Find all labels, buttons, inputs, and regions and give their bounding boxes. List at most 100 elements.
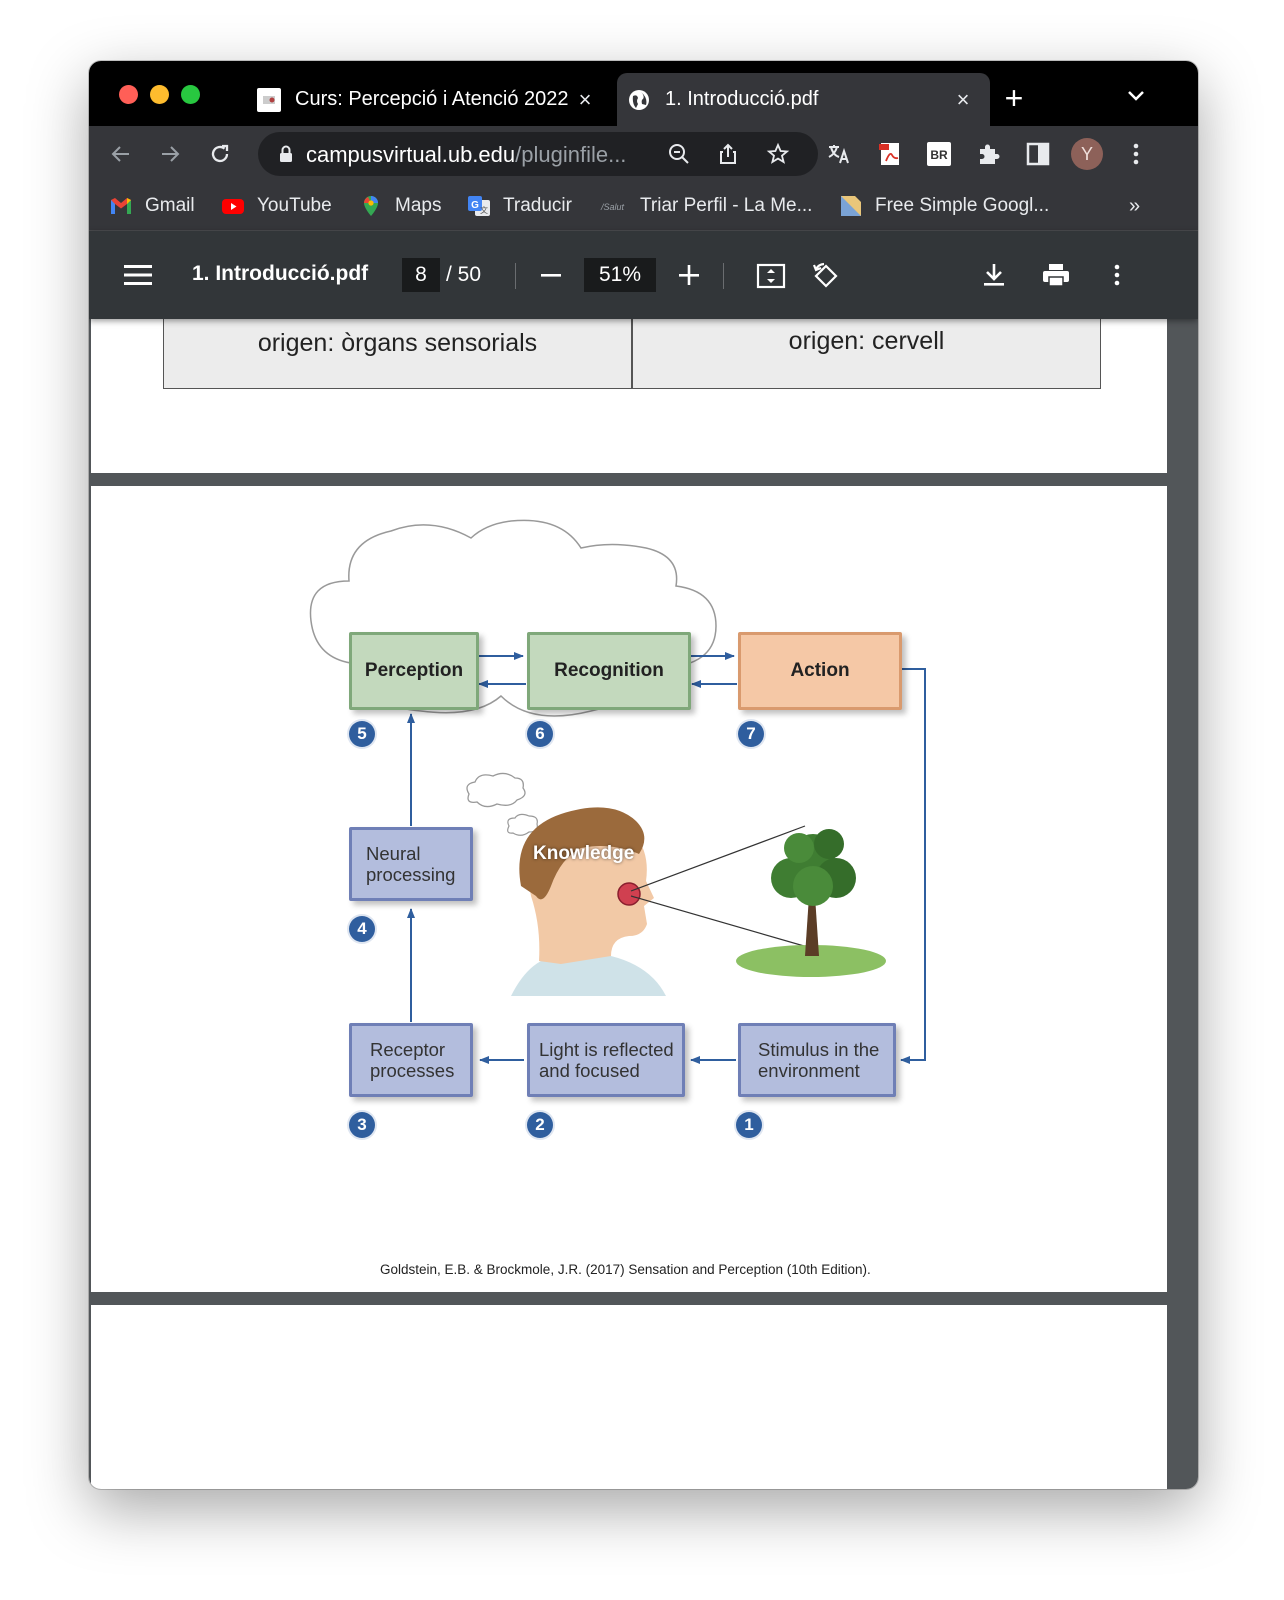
- box-line: environment: [758, 1060, 860, 1081]
- download-button[interactable]: [979, 260, 1009, 290]
- reload-button[interactable]: [204, 138, 236, 170]
- browser-toolbar: campusvirtual.ub.edu/pluginfile... BR Y: [89, 126, 1198, 182]
- person-head-illustration: [511, 807, 666, 996]
- close-window-button[interactable]: [119, 85, 138, 104]
- tab-title: 1. Introducció.pdf: [665, 88, 819, 110]
- forward-button[interactable]: [154, 138, 186, 170]
- bookmarks-overflow-button[interactable]: »: [1129, 194, 1141, 217]
- print-button[interactable]: [1040, 260, 1072, 290]
- svg-text:文: 文: [480, 205, 488, 215]
- svg-text:/Salut: /Salut: [600, 202, 625, 212]
- step-5-badge: 5: [349, 721, 375, 747]
- pdf-viewer[interactable]: origen: òrgans sensorials origen: cervel…: [89, 315, 1198, 1489]
- thought-bubble-small: [466, 772, 526, 808]
- document-site-icon: [841, 196, 861, 216]
- pdf-sidebar-menu-button[interactable]: [123, 261, 153, 289]
- globe-icon: [629, 89, 649, 110]
- pdf-more-options-button[interactable]: [1109, 260, 1125, 290]
- toolbar-divider: [723, 263, 724, 289]
- pdf-page-7: origen: òrgans sensorials origen: cervel…: [91, 315, 1167, 473]
- rotate-button[interactable]: [810, 261, 842, 291]
- rotate-counterclockwise-icon: [812, 262, 838, 288]
- svg-text:BR: BR: [930, 148, 948, 162]
- bookmark-star-icon[interactable]: [766, 142, 790, 166]
- step-6-badge: 6: [527, 721, 553, 747]
- bookmark-label: Triar Perfil - La Me...: [640, 195, 813, 216]
- bookmark-maps[interactable]: Maps: [359, 192, 441, 220]
- thought-bubble-tiny: [507, 813, 538, 836]
- share-icon[interactable]: [716, 142, 740, 166]
- knowledge-label: Knowledge: [533, 843, 635, 864]
- box-line: and focused: [539, 1060, 640, 1081]
- kebab-menu-icon: [1114, 264, 1120, 286]
- close-tab-icon[interactable]: ×: [956, 86, 970, 112]
- bookmark-youtube[interactable]: YouTube: [221, 192, 332, 220]
- pdf-page-8: Knowledge Perception Recognition Action …: [91, 486, 1167, 1292]
- translate-extension-button[interactable]: [823, 138, 855, 170]
- bookmark-label: YouTube: [257, 195, 332, 216]
- zoom-icon[interactable]: [667, 142, 691, 166]
- pdf-extension-button[interactable]: [874, 138, 906, 170]
- printer-icon: [1043, 264, 1069, 287]
- recognition-box: Recognition: [527, 632, 691, 710]
- table-cell-left: origen: òrgans sensorials: [163, 315, 632, 389]
- bookmark-label: Traducir: [503, 195, 572, 216]
- chrome-menu-button[interactable]: [1120, 138, 1152, 170]
- lock-icon[interactable]: [274, 142, 298, 166]
- new-tab-button[interactable]: +: [1004, 80, 1024, 116]
- step-4-badge: 4: [349, 916, 375, 942]
- bookmark-gmail[interactable]: Gmail: [109, 192, 195, 220]
- reload-icon: [211, 144, 229, 163]
- page-count: / 50: [446, 263, 482, 286]
- extensions-button[interactable]: [972, 138, 1004, 170]
- page-number-input[interactable]: 8: [402, 258, 440, 292]
- zoom-window-button[interactable]: [181, 85, 200, 104]
- pdf-extension-icon: [879, 143, 899, 165]
- zoom-in-button[interactable]: [674, 261, 704, 289]
- step-2-badge: 2: [527, 1112, 553, 1138]
- box-line: Light is reflected: [539, 1039, 674, 1060]
- minimize-window-button[interactable]: [150, 85, 169, 104]
- perception-box: Perception: [349, 632, 479, 710]
- zoom-level-input[interactable]: 51%: [584, 258, 656, 292]
- url-text[interactable]: campusvirtual.ub.edu/pluginfile...: [306, 142, 626, 168]
- fit-to-page-button[interactable]: [755, 261, 787, 291]
- url-path: /pluginfile...: [515, 142, 626, 167]
- side-panel-button[interactable]: [1022, 138, 1054, 170]
- step-1-badge: 1: [736, 1112, 762, 1138]
- tab-pdf[interactable]: 1. Introducció.pdf ×: [617, 73, 990, 126]
- tab-search-chevron-icon[interactable]: [1126, 89, 1146, 103]
- salut-site-icon: /Salut: [600, 202, 625, 212]
- bookmark-free-simple-google[interactable]: Free Simple Googl...: [839, 192, 1049, 220]
- maps-pin-icon: [364, 196, 378, 216]
- gmail-icon: [111, 198, 131, 214]
- minus-icon: [541, 274, 561, 277]
- address-bar[interactable]: campusvirtual.ub.edu/pluginfile...: [258, 132, 818, 176]
- download-icon: [984, 264, 1004, 286]
- tab-strip: Curs: Percepció i Atenció 2022 × 1. Intr…: [89, 61, 1198, 126]
- translate-extension-icon: [828, 145, 849, 164]
- moodle-favicon-icon: [257, 87, 281, 112]
- toolbar-divider: [515, 263, 516, 289]
- br-extension-icon: BR: [927, 142, 951, 166]
- perception-process-diagram: [309, 519, 926, 1064]
- table-cell-right: origen: cervell: [632, 315, 1101, 389]
- close-tab-icon[interactable]: ×: [578, 86, 592, 112]
- profile-avatar[interactable]: Y: [1071, 138, 1103, 170]
- bookmark-triar-perfil[interactable]: /Salut Triar Perfil - La Me...: [600, 192, 812, 220]
- figure-citation: Goldstein, E.B. & Brockmole, J.R. (2017)…: [380, 1262, 871, 1277]
- br-extension-button[interactable]: BR: [923, 138, 955, 170]
- pdf-page-9: [91, 1305, 1167, 1489]
- tab-curs[interactable]: Curs: Percepció i Atenció 2022 ×: [247, 73, 600, 126]
- box-line: Neural: [366, 843, 421, 864]
- zoom-out-button[interactable]: [536, 261, 566, 289]
- bookmark-label: Free Simple Googl...: [875, 195, 1050, 216]
- step-3-badge: 3: [349, 1112, 375, 1138]
- back-button[interactable]: [105, 138, 137, 170]
- plus-icon: [679, 265, 699, 285]
